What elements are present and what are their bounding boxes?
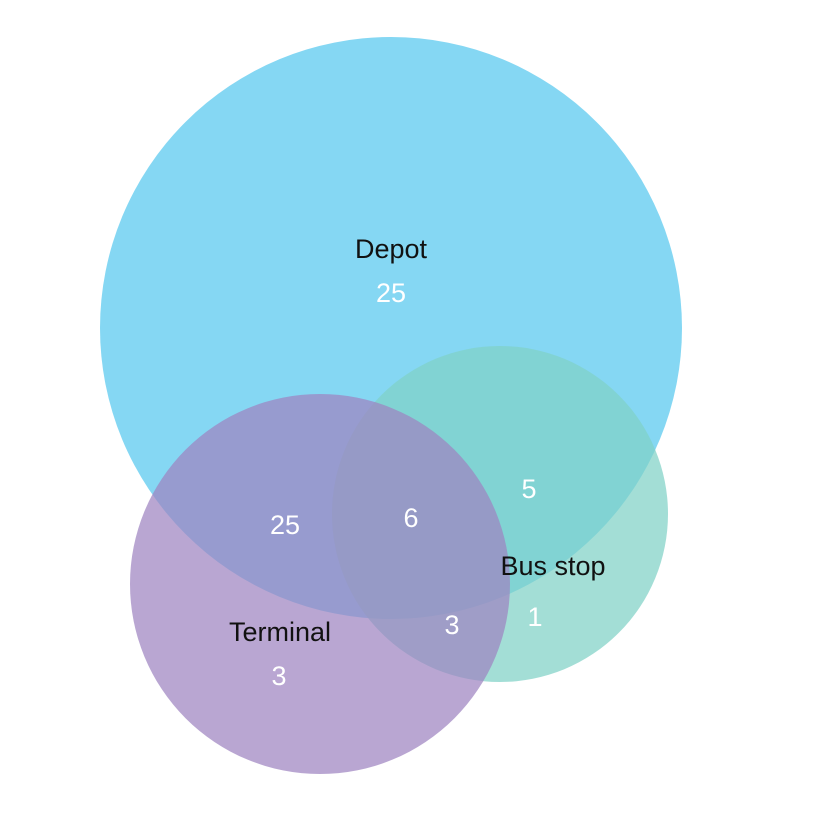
label-bus-stop: Bus stop — [500, 551, 605, 581]
count-depot-bus-stop: 5 — [521, 474, 536, 504]
label-terminal: Terminal — [229, 617, 331, 647]
count-depot-only: 25 — [376, 278, 406, 308]
label-depot: Depot — [355, 234, 428, 264]
terminal-circle — [130, 394, 510, 774]
count-all-three: 6 — [403, 503, 418, 533]
set-labels: Depot Bus stop Terminal — [229, 234, 606, 647]
count-bus-stop-only: 1 — [527, 602, 542, 632]
count-bus-stop-terminal: 3 — [444, 610, 459, 640]
region-counts: 25 25 6 5 1 3 3 — [270, 278, 543, 691]
count-terminal-only: 3 — [271, 661, 286, 691]
set-circles — [100, 37, 682, 774]
count-depot-terminal: 25 — [270, 510, 300, 540]
